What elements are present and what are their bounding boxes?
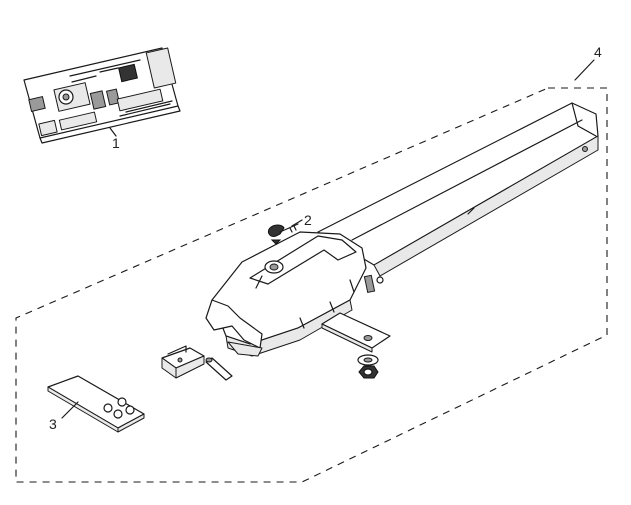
callout-leader-2 xyxy=(291,219,303,227)
callout-leader-4 xyxy=(574,59,595,81)
linear-actuator-icon xyxy=(205,102,599,357)
clevis-pin-icon xyxy=(205,357,233,381)
callout-3: 3 xyxy=(49,416,57,432)
remote-control-icon xyxy=(47,375,145,433)
front-bracket-icon xyxy=(161,345,205,379)
callout-2: 2 xyxy=(304,212,312,228)
callout-leader-3 xyxy=(61,401,79,419)
release-key-icon xyxy=(267,223,299,245)
callout-4: 4 xyxy=(594,44,602,60)
washer-icon xyxy=(357,354,379,366)
nut-icon xyxy=(358,365,379,379)
control-board-icon xyxy=(23,47,181,144)
callout-leader-1 xyxy=(109,127,117,137)
callout-1: 1 xyxy=(112,135,120,151)
kit-boundary-dashed xyxy=(15,87,608,483)
rear-bracket-icon xyxy=(321,312,391,353)
